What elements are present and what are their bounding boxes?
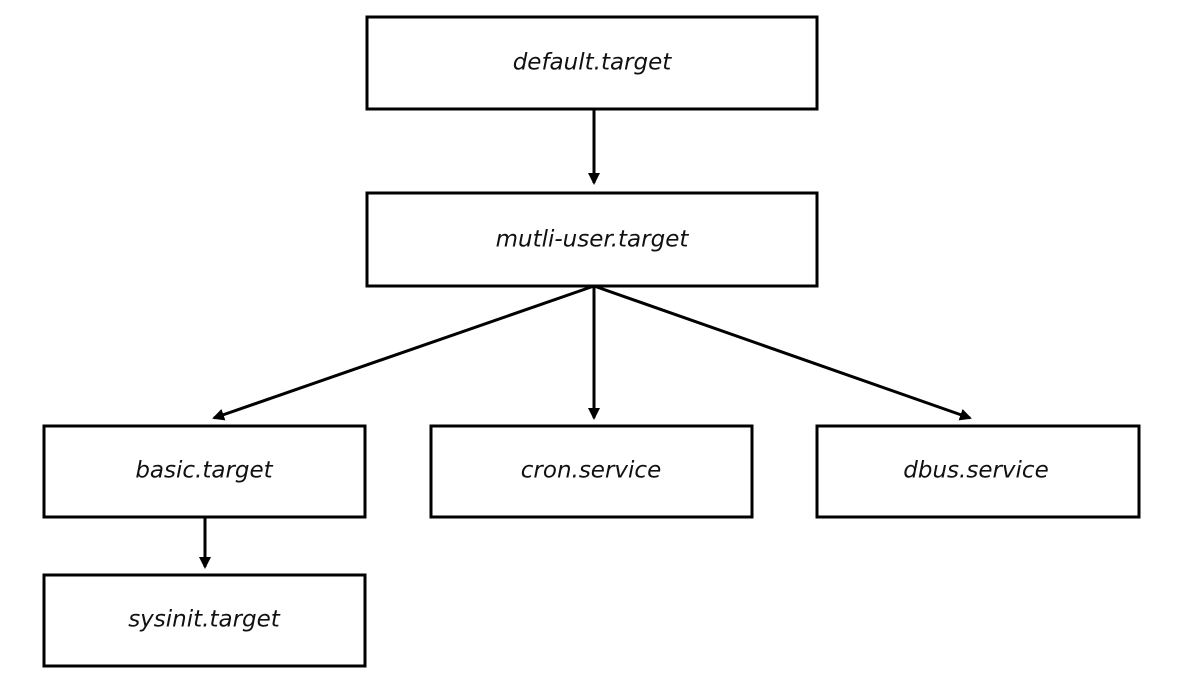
- node-box: [42, 573, 367, 668]
- node-label-multi-user-target: mutli-user.target: [496, 227, 690, 253]
- node-label-dbus-service: dbus.service: [903, 458, 1048, 484]
- node-box: [429, 424, 754, 519]
- edge-multi-user-to-dbus: [593, 284, 972, 421]
- node-box: [42, 424, 367, 519]
- node-label-basic-target: basic.target: [135, 458, 273, 484]
- node-label-cron-service: cron.service: [521, 458, 661, 484]
- node-box: [365, 15, 819, 111]
- node-label-default-target: default.target: [513, 50, 673, 76]
- node-basic-target: basic.target: [42, 424, 367, 519]
- node-sysinit-target: sysinit.target: [42, 573, 367, 668]
- node-box: [815, 424, 1141, 519]
- edge-multi-user-to-basic: [212, 284, 595, 421]
- node-multi-user-target: mutli-user.target: [365, 191, 819, 288]
- node-box: [365, 191, 819, 288]
- node-dbus-service: dbus.service: [815, 424, 1141, 519]
- edges: [199, 109, 972, 569]
- node-default-target: default.target: [365, 15, 819, 111]
- node-cron-service: cron.service: [429, 424, 754, 519]
- node-label-sysinit-target: sysinit.target: [128, 607, 281, 633]
